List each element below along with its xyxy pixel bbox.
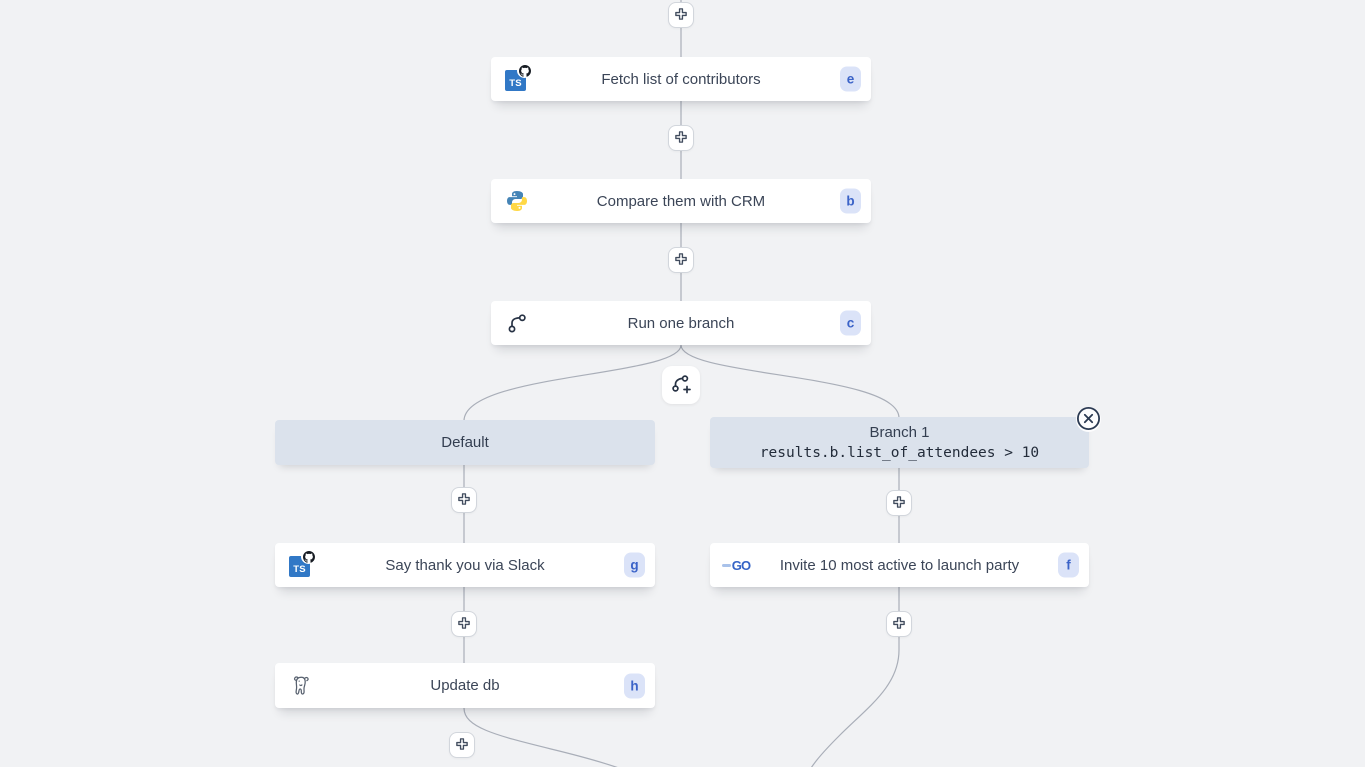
insert-step-button-after-invite[interactable] [886,611,912,637]
node-id-badge: e [840,66,861,92]
node-id-badge: h [624,673,645,698]
plus-icon [454,736,470,755]
insert-step-button-after-slack[interactable] [451,611,477,637]
insert-step-button-top[interactable] [668,2,694,28]
plus-icon [673,251,689,270]
node-id-badge: f [1058,552,1079,578]
node-label: Invite 10 most active to launch party [779,556,1020,574]
plus-icon [673,6,689,25]
branch-title: Default [441,434,489,451]
insert-step-button-default-top[interactable] [451,487,477,513]
node-id-badge: g [624,552,645,578]
node-id-badge: b [840,188,861,214]
branch-condition: results.b.list_of_attendees > 10 [759,444,1040,461]
flow-node-run-one-branch[interactable]: Run one branch c [491,301,871,345]
insert-step-button-branch1-top[interactable] [886,490,912,516]
node-label: Fetch list of contributors [601,70,761,88]
golang-icon: GO [721,552,751,578]
plus-icon [456,491,472,510]
typescript-github-icon: TS [288,549,316,578]
plus-icon [456,615,472,634]
flow-node-compare-crm[interactable]: Compare them with CRM b [491,179,871,223]
postgresql-icon [288,673,314,699]
insert-step-button-after-update[interactable] [449,732,475,758]
typescript-github-icon: TS [504,63,532,92]
plus-icon [891,615,907,634]
flow-node-fetch-contributors[interactable]: TS Fetch list of contributors e [491,57,871,101]
flow-node-update-db[interactable]: Update db h [275,663,655,708]
node-label: Update db [430,677,500,694]
close-icon [1076,406,1101,434]
git-branch-plus-icon [669,372,693,399]
git-branch-icon [504,310,530,336]
github-octocat-icon [517,63,532,78]
python-icon [504,188,530,214]
node-label: Compare them with CRM [596,192,766,210]
github-octocat-icon [301,549,316,564]
insert-step-button-after-compare[interactable] [668,247,694,273]
flow-node-slack-thanks[interactable]: TS Say thank you via Slack g [275,543,655,587]
branch-header-default[interactable]: Default [275,420,655,465]
flow-node-invite-party[interactable]: GO Invite 10 most active to launch party… [710,543,1089,587]
remove-branch-button[interactable] [1076,406,1101,434]
plus-icon [673,129,689,148]
node-id-badge: c [840,310,861,336]
go-speedline [721,563,731,567]
branch-header-branch1[interactable]: Branch 1 results.b.list_of_attendees > 1… [710,417,1089,468]
branch-title: Branch 1 [869,423,930,441]
node-label: Say thank you via Slack [385,556,545,574]
add-branch-button[interactable] [662,366,700,404]
node-label: Run one branch [627,314,735,332]
insert-step-button-after-fetch[interactable] [668,125,694,151]
plus-icon [891,494,907,513]
